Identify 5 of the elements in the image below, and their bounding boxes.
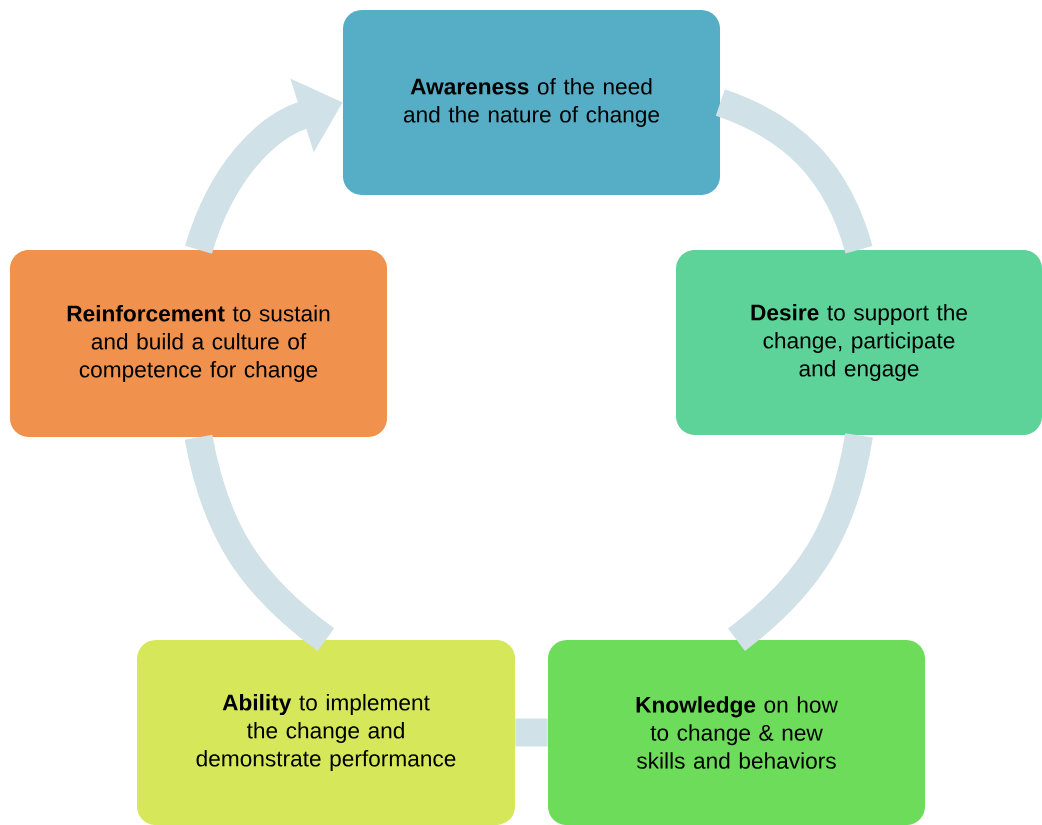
stage-box: Reinforcement to sustain and build a culture of competence for change <box>9 250 388 437</box>
stage-box: Awareness of the need and the nature of change <box>342 9 721 196</box>
stage-box: Knowledge on how to change & new skills and behaviors <box>547 640 926 825</box>
stage-box: Ability to implement the change and demonstrate performance <box>137 640 515 825</box>
stage-box: Desire to support the change, participate and engage <box>676 249 1042 436</box>
